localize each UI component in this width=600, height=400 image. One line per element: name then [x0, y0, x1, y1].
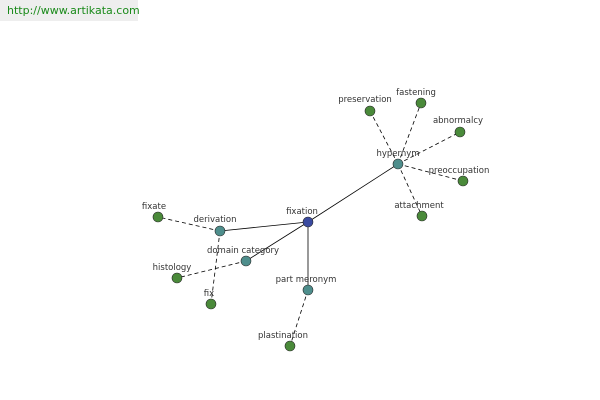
- leaf-node-circle[interactable]: [152, 211, 164, 223]
- relation-node-label: hypernym: [376, 149, 419, 159]
- center-node-label: fixation: [286, 207, 318, 217]
- leaf-node-label: fastening: [396, 88, 436, 98]
- leaf-node-label: preoccupation: [429, 166, 490, 176]
- leaf-node-circle[interactable]: [457, 175, 469, 187]
- edge-part-meronym-plastination: [289, 289, 309, 347]
- relation-node-label: part meronym: [276, 275, 337, 285]
- relation-node-circle[interactable]: [302, 284, 314, 296]
- leaf-node-circle[interactable]: [416, 210, 428, 222]
- edge-hypernym-attachment: [397, 163, 423, 217]
- leaf-node-plastination[interactable]: plastination: [258, 331, 308, 352]
- leaf-node-attachment[interactable]: attachment: [394, 201, 444, 222]
- center-node-fixation[interactable]: fixation: [286, 207, 318, 228]
- relation-node-circle[interactable]: [240, 255, 252, 267]
- leaf-node-label: fix: [204, 289, 214, 299]
- leaf-node-label: abnormalcy: [433, 116, 483, 126]
- leaf-node-fix[interactable]: fix: [204, 289, 217, 310]
- leaf-node-abnormalcy[interactable]: abnormalcy: [433, 116, 483, 138]
- leaf-node-preoccupation[interactable]: preoccupation: [429, 166, 490, 187]
- edge-fixation-derivation: [219, 221, 309, 232]
- leaf-node-label: preservation: [338, 95, 392, 105]
- leaf-node-circle[interactable]: [364, 105, 376, 117]
- leaf-node-circle[interactable]: [205, 298, 217, 310]
- relation-node-domain-category[interactable]: domain category: [207, 246, 279, 267]
- edge-hypernym-preservation: [369, 110, 399, 165]
- graph-nodes: preservation fastening abnormalcy preoccupa…: [142, 88, 490, 352]
- edge-hypernym-fastening: [397, 102, 422, 165]
- url-bar: http://www.artikata.com: [0, 0, 140, 21]
- relation-node-label: derivation: [193, 215, 236, 225]
- leaf-node-circle[interactable]: [415, 97, 427, 109]
- edge-fixation-hypernym: [307, 163, 399, 223]
- relation-node-circle[interactable]: [214, 225, 226, 237]
- leaf-node-preservation[interactable]: preservation: [338, 95, 392, 117]
- leaf-node-circle[interactable]: [171, 272, 183, 284]
- edge-hypernym-abnormalcy: [397, 131, 461, 165]
- leaf-node-circle[interactable]: [284, 340, 296, 352]
- edge-derivation-fixate: [157, 216, 221, 232]
- leaf-node-label: histology: [153, 263, 192, 273]
- relation-node-derivation[interactable]: derivation: [193, 215, 237, 237]
- graph-edges: [157, 102, 464, 347]
- leaf-node-label: attachment: [394, 201, 444, 211]
- site-url-link[interactable]: http://www.artikata.com: [7, 4, 140, 17]
- center-node-circle[interactable]: [302, 216, 314, 228]
- leaf-node-label: fixate: [142, 202, 166, 212]
- relation-node-circle[interactable]: [392, 158, 404, 170]
- leaf-node-circle[interactable]: [454, 126, 466, 138]
- edge-fixation-domain-category: [245, 221, 309, 262]
- leaf-node-histology[interactable]: histology: [153, 263, 192, 284]
- leaf-node-label: plastination: [258, 331, 308, 341]
- edge-derivation-fix: [210, 230, 221, 305]
- relation-node-part-meronym[interactable]: part meronym: [276, 275, 337, 296]
- relation-node-label: domain category: [207, 246, 279, 256]
- leaf-node-fixate[interactable]: fixate: [142, 202, 166, 223]
- relation-node-hypernym[interactable]: hypernym: [376, 149, 420, 170]
- leaf-node-fastening[interactable]: fastening: [396, 88, 436, 109]
- edge-domain-category-histology: [176, 260, 247, 279]
